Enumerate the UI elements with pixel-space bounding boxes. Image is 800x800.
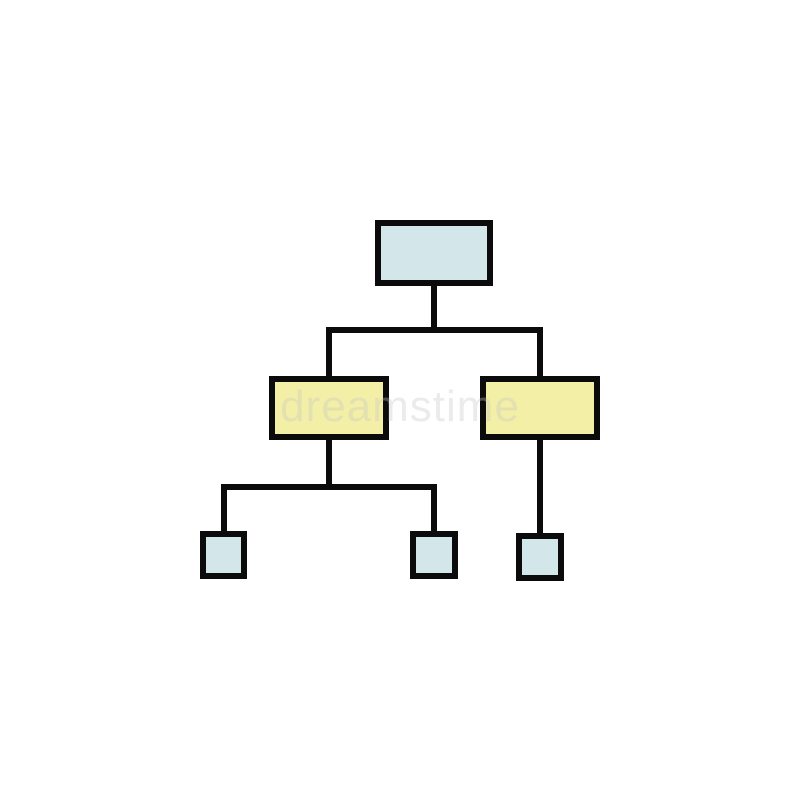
node-right-branch xyxy=(480,376,600,440)
connector-left-branch-to-leaf-middle xyxy=(326,484,437,537)
connector-root-to-left-branch xyxy=(326,327,437,382)
node-leaf-middle xyxy=(410,531,458,579)
connector-left-branch-to-leaf-left xyxy=(221,484,332,537)
node-leaf-right xyxy=(516,533,564,581)
nodes xyxy=(200,220,600,581)
node-left-branch xyxy=(269,376,389,440)
node-leaf-left xyxy=(200,531,247,579)
connectors xyxy=(221,281,543,539)
connector-root-to-right-branch xyxy=(431,327,543,382)
node-root xyxy=(375,220,493,286)
